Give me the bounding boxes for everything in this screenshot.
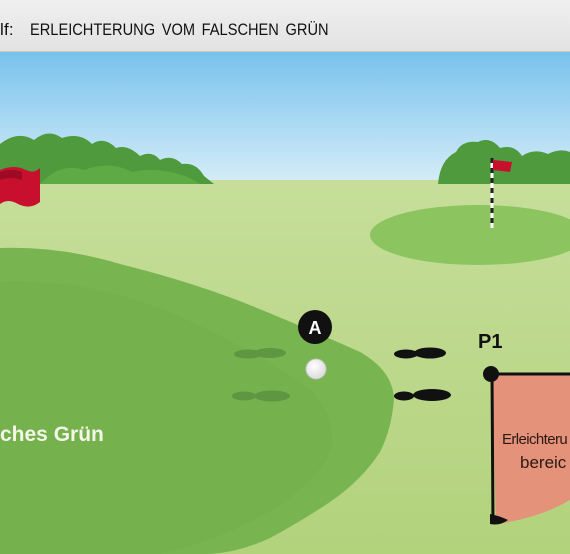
title-prefix: lf:	[0, 20, 14, 39]
relief-area-label-line1: Erleichteru	[502, 431, 567, 448]
footprint-icon	[394, 347, 451, 401]
footprint-icon	[232, 348, 290, 402]
relief-area-label-line2: bereic	[520, 453, 567, 472]
golf-scene-svg: P1 A ches Grün Erlei	[0, 52, 570, 554]
left-flag-fold	[0, 170, 22, 180]
point-p1	[483, 366, 499, 382]
golf-ball-icon	[305, 358, 327, 380]
marker-a-label: A	[309, 318, 322, 338]
illustration-title: ERLEICHTERUNG VOM FALSCHEN GRÜN	[30, 20, 329, 39]
wrong-green-inner-shade	[0, 281, 332, 554]
marker-a-badge	[298, 310, 332, 344]
left-tree-line-shade	[40, 165, 200, 184]
wrong-green-label: ches Grün	[0, 423, 104, 446]
golf-scene: P1 A ches Grün Erlei	[0, 52, 570, 554]
relief-area-edge	[490, 373, 495, 525]
title-bar: lf: ERLEICHTERUNG VOM FALSCHEN GRÜN	[0, 0, 570, 52]
relief-area	[492, 374, 570, 524]
point-p1-label: P1	[478, 331, 502, 353]
relief-area-corner-mark	[490, 514, 508, 525]
far-putting-green	[370, 205, 570, 265]
far-flag-icon	[493, 160, 512, 172]
